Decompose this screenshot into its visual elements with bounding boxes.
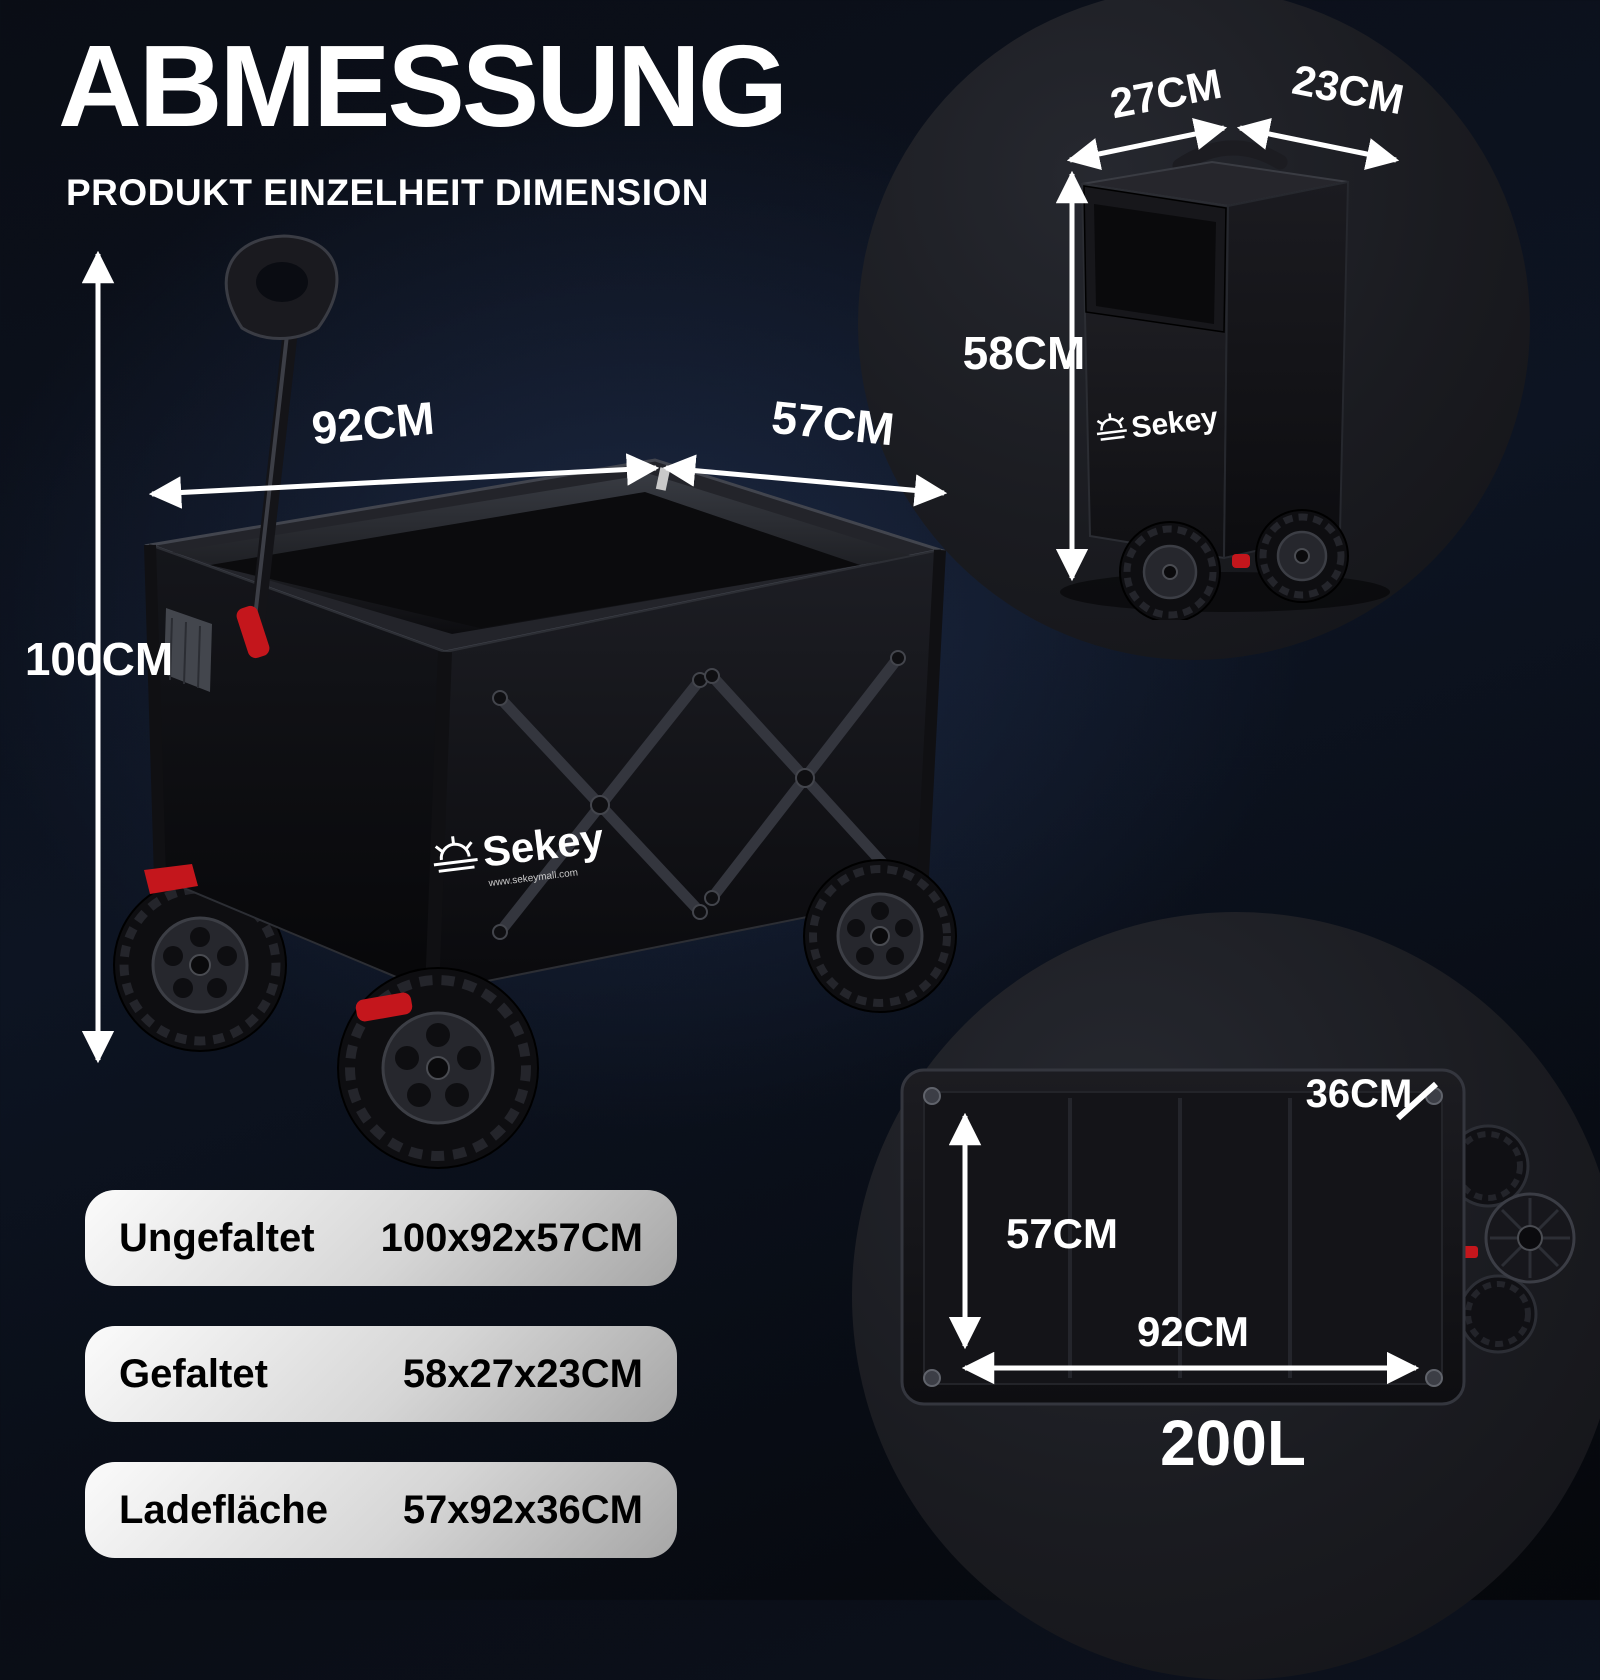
wagon-red-pedal	[144, 864, 198, 894]
spec-label: Ladefläche	[119, 1487, 328, 1532]
spec-value: 100x92x57CM	[380, 1215, 643, 1260]
interior-fold-seams	[1068, 1098, 1292, 1378]
spec-row-unfolded: Ungefaltet 100x92x57CM	[85, 1190, 677, 1286]
interior-handle-disc	[1484, 1192, 1576, 1284]
folded-red-accent	[1232, 554, 1250, 568]
page-subtitle: PRODUKT EINZELHEIT DIMENSION	[66, 172, 710, 213]
folded-carry-handle	[1172, 140, 1288, 174]
folded-right-wheel	[1255, 509, 1349, 603]
folded-side-face	[1222, 180, 1350, 560]
wagon-unfolded-illustration: Sekey www.sekeymall.com	[113, 234, 957, 1169]
spec-label: Ungefaltet	[119, 1215, 315, 1260]
interior-length-label: 92CM	[1136, 1308, 1250, 1355]
spec-row-cargo-area: Ladefläche 57x92x36CM	[85, 1462, 677, 1558]
wagon-rear-wheel	[113, 878, 287, 1052]
wagon-right-wheel	[803, 859, 957, 1013]
spec-value: 57x92x36CM	[402, 1487, 643, 1532]
interior-height-label: 36CM	[1305, 1072, 1413, 1116]
main-height-label: 100CM	[24, 633, 174, 685]
wagon-red-lock-lever	[236, 605, 270, 659]
wagon-interior-illustration	[900, 1068, 1576, 1406]
wagon-front-wheel	[337, 967, 539, 1169]
folded-height-label: 58CM	[962, 327, 1086, 379]
wagon-red-brake	[355, 992, 413, 1022]
wagon-folded-illustration: Sekey	[1060, 140, 1390, 620]
page-title: ABMESSUNG	[58, 21, 788, 151]
interior-width-label: 57CM	[1005, 1210, 1119, 1257]
wagon-interior-deep	[210, 492, 860, 628]
capacity-label: 200L	[1160, 1407, 1306, 1479]
folded-left-wheel	[1119, 521, 1221, 620]
spec-value: 58x27x23CM	[402, 1351, 643, 1396]
spec-label: Gefaltet	[119, 1351, 268, 1396]
spec-row-folded: Gefaltet 58x27x23CM	[85, 1326, 677, 1422]
